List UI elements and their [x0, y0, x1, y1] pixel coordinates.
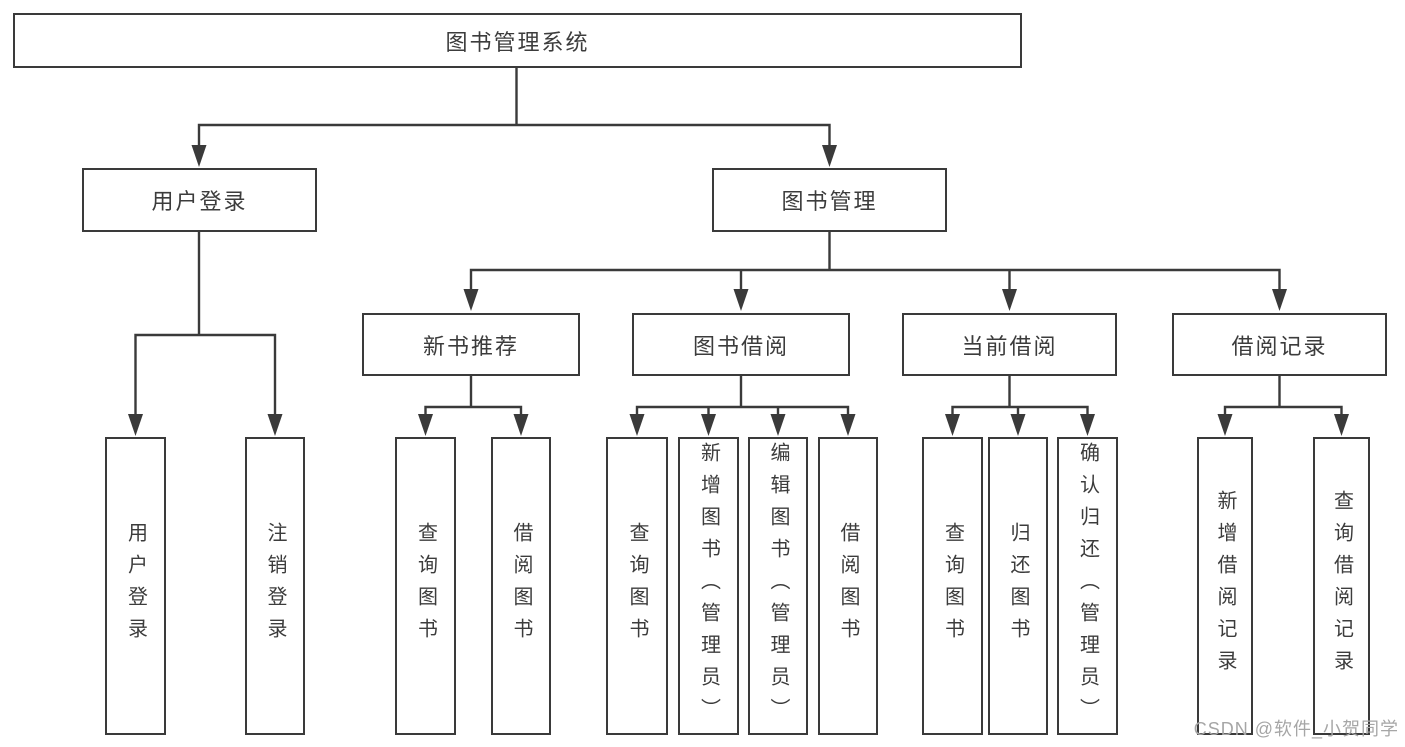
leaf-borrow-books: 借阅图书: [818, 437, 878, 735]
leaf-user-login-label: 用户登录: [124, 522, 147, 650]
leaf-query-books-borrow: 查询图书: [606, 437, 668, 735]
node-new-book-recommend: 新书推荐: [362, 313, 580, 376]
node-borrow-records-label: 借阅记录: [1231, 333, 1328, 359]
node-user-login-label: 用户登录: [151, 189, 248, 214]
leaf-query-books-recommend-label: 查询图书: [414, 522, 437, 650]
node-book-borrow-label: 图书借阅: [692, 333, 789, 359]
leaf-edit-books-admin-label: 编辑图书（管理员）: [767, 442, 789, 730]
leaf-add-books-admin: 新增图书（管理员）: [678, 437, 739, 735]
leaf-logout-login-label: 注销登录: [264, 522, 286, 650]
leaf-query-books-recommend: 查询图书: [395, 437, 456, 735]
leaf-return-books: 归还图书: [988, 437, 1048, 735]
leaf-borrow-books-recommend-label: 借阅图书: [510, 522, 532, 650]
leaf-borrow-books-recommend: 借阅图书: [491, 437, 551, 735]
leaf-query-borrow-record: 查询借阅记录: [1313, 437, 1370, 735]
leaf-add-books-admin-label: 新增图书（管理员）: [697, 442, 720, 730]
node-current-borrow-label: 当前借阅: [961, 333, 1058, 359]
leaf-return-books-label: 归还图书: [1007, 522, 1029, 650]
leaf-add-borrow-record: 新增借阅记录: [1197, 437, 1253, 735]
leaf-query-books-current: 查询图书: [922, 437, 983, 735]
leaf-query-books-current-label: 查询图书: [941, 522, 964, 650]
node-book-management-label: 图书管理: [781, 189, 878, 214]
node-root: 图书管理系统: [13, 13, 1022, 68]
watermark: CSDN @软件_小贺同学: [1193, 719, 1399, 739]
leaf-confirm-return-admin: 确认归还（管理员）: [1057, 437, 1118, 735]
node-book-management: 图书管理: [712, 168, 947, 232]
leaf-edit-books-admin: 编辑图书（管理员）: [748, 437, 808, 735]
leaf-logout-login: 注销登录: [245, 437, 305, 735]
arrowheads: [128, 145, 1349, 436]
node-user-login: 用户登录: [82, 168, 317, 232]
node-borrow-records: 借阅记录: [1172, 313, 1387, 376]
leaf-user-login: 用户登录: [105, 437, 166, 735]
leaf-add-borrow-record-label: 新增借阅记录: [1214, 490, 1236, 682]
leaf-query-borrow-record-label: 查询借阅记录: [1330, 490, 1353, 682]
node-new-book-recommend-label: 新书推荐: [422, 333, 519, 359]
node-root-label: 图书管理系统: [445, 29, 590, 55]
node-book-borrow: 图书借阅: [632, 313, 850, 376]
leaf-confirm-return-admin-label: 确认归还（管理员）: [1076, 442, 1099, 730]
leaf-borrow-books-label: 借阅图书: [837, 522, 859, 650]
leaf-query-books-borrow-label: 查询图书: [626, 522, 648, 650]
node-current-borrow: 当前借阅: [902, 313, 1117, 376]
